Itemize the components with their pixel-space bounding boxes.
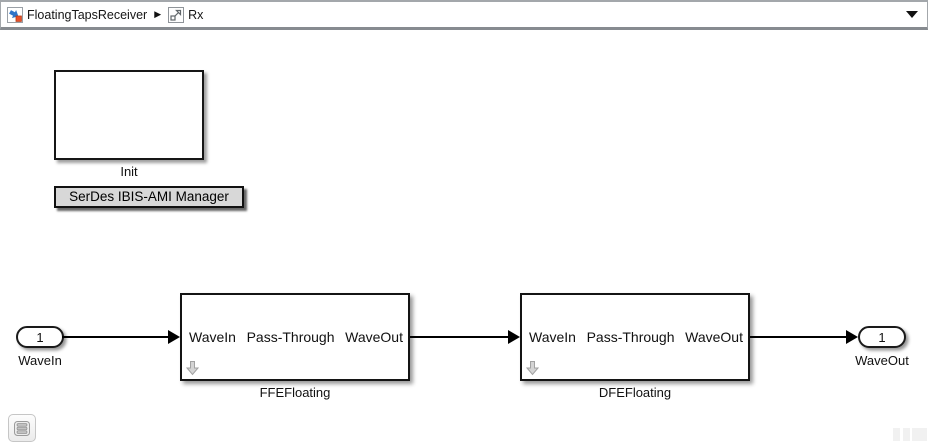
wire-arrowhead	[846, 330, 858, 344]
ffe-block-name: FFEFloating	[259, 385, 331, 400]
chevron-down-icon	[906, 11, 918, 18]
serdes-ibis-ami-manager-button[interactable]: SerDes IBIS-AMI Manager	[54, 186, 244, 208]
breadcrumb-item-subsystem[interactable]: Rx	[168, 6, 204, 23]
wire-arrowhead	[508, 330, 520, 344]
outport-label: WaveOut	[855, 353, 909, 368]
dfe-block-name: DFEFloating	[598, 385, 672, 400]
inport-number: 1	[36, 329, 44, 345]
variant-badge-down-arrow-icon[interactable]	[526, 360, 539, 376]
breadcrumb-dropdown-button[interactable]	[905, 10, 919, 20]
breadcrumb-subsystem-label: Rx	[188, 7, 204, 22]
dfe-outport-label: WaveOut	[685, 329, 743, 345]
signal-wire-in-to-ffe[interactable]	[62, 336, 168, 338]
dfe-floating-block[interactable]: WaveIn Pass-Through WaveOut	[520, 293, 750, 381]
breadcrumb-item-model[interactable]: FloatingTapsReceiver	[7, 6, 148, 23]
wire-arrowhead	[168, 330, 180, 344]
breadcrumb-model-label: FloatingTapsReceiver	[27, 7, 148, 22]
inport-block[interactable]: 1	[16, 326, 64, 348]
ffe-display-text: Pass-Through	[246, 329, 335, 345]
subsystem-icon	[168, 6, 185, 23]
signal-wire-dfe-to-out[interactable]	[748, 336, 848, 338]
inport-label: WaveIn	[18, 353, 62, 368]
ffe-block-text: WaveIn Pass-Through WaveOut	[182, 295, 408, 379]
init-subsystem-block[interactable]	[54, 70, 204, 160]
ffe-inport-label: WaveIn	[189, 329, 236, 345]
init-block-label: Init	[120, 164, 138, 179]
ffe-floating-block[interactable]: WaveIn Pass-Through WaveOut	[180, 293, 410, 381]
stacked-layers-icon	[14, 420, 30, 436]
dfe-inport-label: WaveIn	[529, 329, 576, 345]
ffe-outport-label: WaveOut	[345, 329, 403, 345]
signal-wire-ffe-to-dfe[interactable]	[408, 336, 508, 338]
model-data-stack-button[interactable]	[8, 414, 36, 442]
corner-artifact	[903, 428, 910, 441]
variant-badge-down-arrow-icon[interactable]	[186, 360, 199, 376]
corner-artifact	[912, 428, 927, 441]
outport-block[interactable]: 1	[858, 326, 906, 348]
simulink-model-icon	[7, 6, 23, 23]
breadcrumb-separator-icon: ▶	[154, 9, 162, 19]
dfe-block-text: WaveIn Pass-Through WaveOut	[522, 295, 748, 379]
breadcrumb: FloatingTapsReceiver ▶ Rx	[0, 0, 928, 30]
dfe-display-text: Pass-Through	[586, 329, 675, 345]
outport-number: 1	[878, 329, 886, 345]
corner-artifact	[893, 428, 900, 441]
